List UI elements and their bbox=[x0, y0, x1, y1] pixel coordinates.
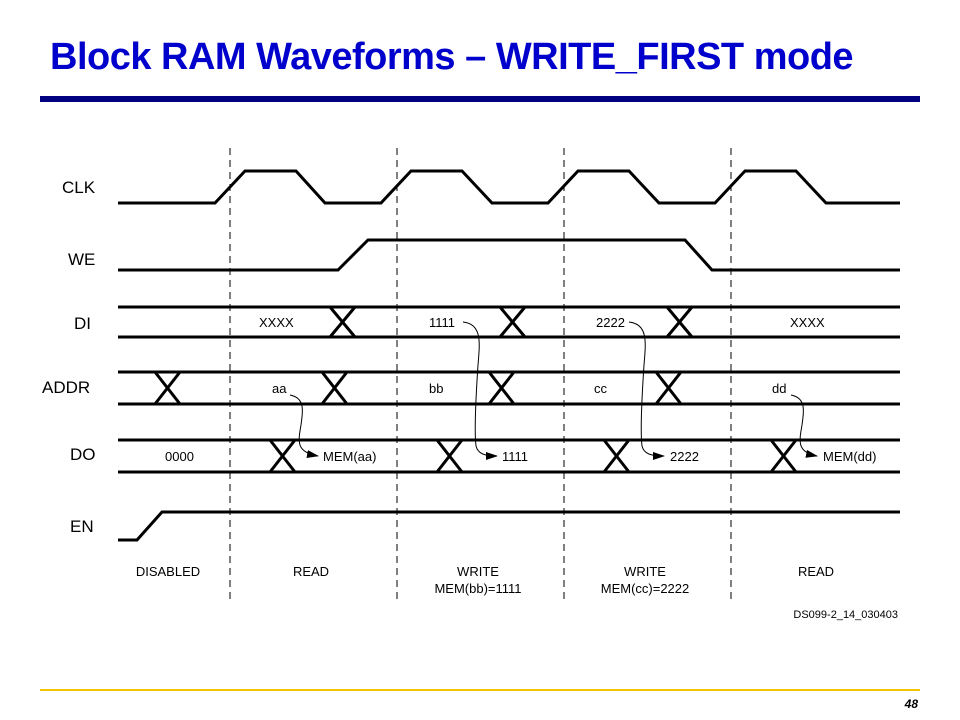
do-transition bbox=[268, 439, 297, 473]
di-value: 1111 bbox=[429, 315, 455, 330]
signal-label-clk: CLK bbox=[62, 178, 96, 197]
phase-label: READ bbox=[798, 564, 834, 579]
addr-transition bbox=[487, 371, 516, 405]
do-value: MEM(aa) bbox=[323, 449, 376, 464]
slide-title: Block RAM Waveforms – WRITE_FIRST mode bbox=[50, 36, 854, 78]
signal-label-addr: ADDR bbox=[42, 378, 90, 397]
di-transition bbox=[665, 306, 694, 338]
signal-label-do: DO bbox=[70, 445, 96, 464]
signal-label-we: WE bbox=[68, 250, 95, 269]
di-transition bbox=[498, 306, 527, 338]
en-waveform bbox=[118, 510, 900, 542]
page-number: 48 bbox=[904, 697, 918, 711]
arrow-addr-to-do bbox=[289, 394, 319, 458]
we-waveform bbox=[118, 238, 900, 272]
addr-value: dd bbox=[772, 381, 786, 396]
signal-label-en: EN bbox=[70, 517, 94, 536]
addr-transition bbox=[654, 371, 683, 405]
addr-transition bbox=[320, 371, 349, 405]
addr-value: cc bbox=[594, 381, 608, 396]
phase-label: DISABLED bbox=[136, 564, 200, 579]
di-transition bbox=[328, 306, 357, 338]
arrow-di-to-do bbox=[462, 321, 498, 460]
figure-code: DS099-2_14_030403 bbox=[793, 609, 898, 621]
addr-transition bbox=[153, 371, 182, 405]
addr-value: bb bbox=[429, 381, 443, 396]
do-value: MEM(dd) bbox=[823, 449, 876, 464]
do-value: 2222 bbox=[670, 449, 699, 464]
do-transition bbox=[769, 439, 798, 473]
signal-label-di: DI bbox=[74, 314, 91, 333]
phase-label: READ bbox=[293, 564, 329, 579]
addr-value: aa bbox=[272, 381, 287, 396]
di-value: 2222 bbox=[596, 315, 625, 330]
di-value: XXXX bbox=[790, 315, 825, 330]
phase-label: WRITE bbox=[624, 564, 666, 579]
di-value: XXXX bbox=[259, 315, 294, 330]
title-rule bbox=[40, 96, 920, 102]
phase-label-detail: MEM(bb)=1111 bbox=[434, 581, 521, 596]
do-transition bbox=[435, 439, 464, 473]
phase-label: WRITE bbox=[457, 564, 499, 579]
arrow-addr-to-do bbox=[790, 394, 818, 458]
arrow-di-to-do bbox=[628, 321, 665, 460]
do-transition bbox=[602, 439, 631, 473]
footer-rule bbox=[40, 689, 920, 691]
do-value: 0000 bbox=[165, 449, 194, 464]
do-value: 1111 bbox=[502, 449, 528, 464]
phase-label-detail: MEM(cc)=2222 bbox=[601, 581, 690, 596]
clk-waveform bbox=[118, 169, 900, 205]
